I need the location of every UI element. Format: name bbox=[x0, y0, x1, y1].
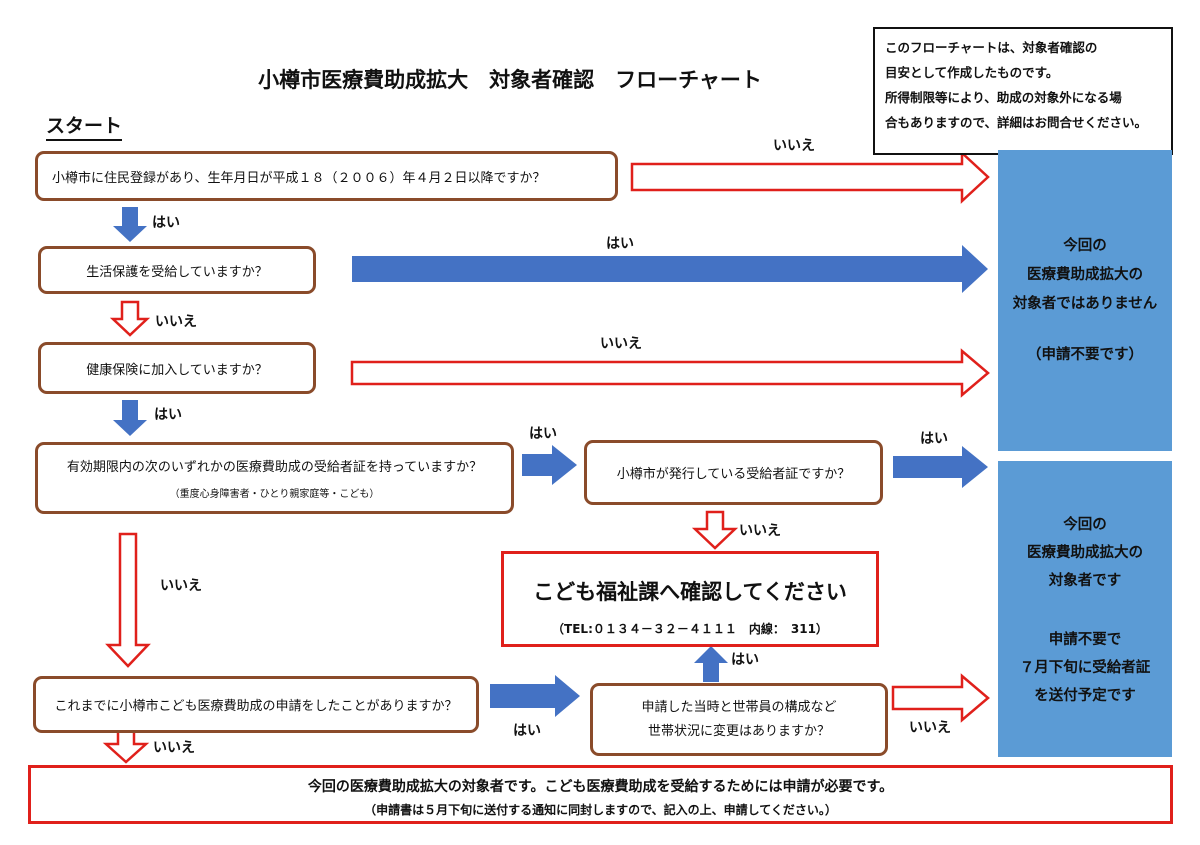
arrow-q1-no bbox=[630, 150, 990, 204]
question-residency-text: 小樽市に住民登録があり、生年月日が平成１８（２００６）年４月２日以降ですか？ bbox=[52, 170, 546, 186]
question-household-change-line-1: 申請した当時と世帯員の構成など bbox=[641, 699, 837, 715]
label-q7-no: いいえ bbox=[909, 720, 951, 736]
label-q4-no: いいえ bbox=[160, 578, 202, 594]
question-prior-application: これまでに小樽市こども医療費助成の申請をしたことがありますか？ bbox=[33, 676, 479, 733]
arrow-q6-yes bbox=[490, 675, 580, 717]
arrow-q7-no bbox=[891, 673, 990, 723]
arrow-q1-yes bbox=[113, 207, 147, 242]
question-insurance-text: 健康保険に加入していますか？ bbox=[86, 362, 268, 378]
note-line-2: 目安として作成したものです。 bbox=[885, 65, 1059, 80]
eligible-line-3: 対象者です bbox=[1048, 573, 1122, 589]
question-otaru-certificate: 小樽市が発行している受給者証ですか？ bbox=[584, 440, 883, 505]
eligible-sub-2: ７月下旬に受給者証 bbox=[1019, 660, 1151, 676]
note-line-4: 合もありますので、詳細はお問合せください。 bbox=[885, 115, 1148, 130]
label-q7-yes: はい bbox=[731, 652, 759, 668]
note-line-1: このフローチャートは、対象者確認の bbox=[885, 40, 1098, 55]
label-q6-no: いいえ bbox=[153, 740, 195, 756]
contact-tel: （TEL:０１３４－３２－４１１１ 内線： 311） bbox=[552, 622, 828, 636]
eligible-sub-3: を送付予定です bbox=[1034, 688, 1136, 704]
arrow-q3-yes bbox=[113, 400, 147, 436]
start-label: スタート bbox=[46, 114, 123, 141]
question-existing-certificate-text: 有効期限内の次のいずれかの医療費助成の受給者証を持っていますか？ bbox=[66, 460, 483, 475]
apply-line-1: 今回の医療費助成拡大の対象者です。こども医療費助成を受給するためには申請が必要で… bbox=[307, 779, 894, 795]
label-q2-yes: はい bbox=[606, 236, 634, 252]
question-existing-certificate: 有効期限内の次のいずれかの医療費助成の受給者証を持っていますか？ （重度心身障害… bbox=[35, 442, 514, 514]
not-eligible-line-3: 対象者ではありません bbox=[1012, 296, 1158, 312]
note-line-3: 所得制限等により、助成の対象外になる場 bbox=[885, 90, 1122, 105]
not-eligible-line-4: （申請不要です） bbox=[1027, 347, 1143, 363]
result-apply-box: 今回の医療費助成拡大の対象者です。こども医療費助成を受給するためには申請が必要で… bbox=[28, 765, 1173, 824]
apply-line-2: （申請書は５月下旬に送付する通知に同封しますので、記入の上、申請してください。） bbox=[364, 803, 837, 817]
label-q5-yes: はい bbox=[920, 431, 948, 447]
label-q5-no: いいえ bbox=[739, 523, 781, 539]
arrow-q4-yes bbox=[522, 445, 577, 485]
eligible-line-1: 今回の bbox=[1063, 517, 1107, 533]
arrow-q5-no bbox=[691, 510, 739, 550]
question-welfare: 生活保護を受給していますか？ bbox=[38, 246, 316, 294]
contact-box: こども福祉課へ確認してください （TEL:０１３４－３２－４１１１ 内線： 31… bbox=[501, 551, 879, 647]
label-q2-no: いいえ bbox=[155, 314, 197, 330]
not-eligible-line-2: 医療費助成拡大の bbox=[1027, 267, 1143, 283]
label-q3-yes: はい bbox=[154, 407, 182, 423]
label-q3-no: いいえ bbox=[600, 336, 642, 352]
label-q1-no: いいえ bbox=[773, 138, 815, 154]
question-residency: 小樽市に住民登録があり、生年月日が平成１８（２００６）年４月２日以降ですか？ bbox=[35, 151, 618, 201]
arrow-q2-no bbox=[109, 300, 151, 337]
disclaimer-note: このフローチャートは、対象者確認の 目安として作成したものです。 所得制限等によ… bbox=[873, 27, 1173, 155]
arrow-q6-no bbox=[102, 728, 150, 764]
arrow-q4-no bbox=[105, 532, 151, 668]
arrow-q3-no bbox=[350, 348, 990, 398]
arrow-q7-yes bbox=[694, 646, 728, 682]
question-household-change: 申請した当時と世帯員の構成など 世帯状況に変更はありますか？ bbox=[590, 683, 888, 756]
question-household-change-line-2: 世帯状況に変更はありますか？ bbox=[647, 723, 830, 739]
not-eligible-line-1: 今回の bbox=[1063, 238, 1107, 254]
label-q6-yes: はい bbox=[513, 723, 541, 739]
question-insurance: 健康保険に加入していますか？ bbox=[38, 342, 316, 394]
arrow-q5-yes bbox=[893, 446, 988, 488]
eligible-line-2: 医療費助成拡大の bbox=[1027, 545, 1143, 561]
page-title: 小樽市医療費助成拡大 対象者確認 フローチャート bbox=[258, 68, 762, 92]
result-not-eligible-panel: 今回の 医療費助成拡大の 対象者ではありません （申請不要です） bbox=[998, 150, 1172, 451]
result-eligible-panel: 今回の 医療費助成拡大の 対象者です 申請不要で ７月下旬に受給者証 を送付予定… bbox=[998, 461, 1172, 757]
question-welfare-text: 生活保護を受給していますか？ bbox=[86, 264, 268, 280]
eligible-sub-1: 申請不要で bbox=[1048, 632, 1122, 648]
arrow-q2-yes bbox=[352, 245, 988, 293]
question-existing-certificate-sub: （重度心身障害者・ひとり親家庭等・こども） bbox=[169, 489, 380, 500]
question-otaru-certificate-text: 小樽市が発行している受給者証ですか？ bbox=[616, 467, 851, 482]
question-prior-application-text: これまでに小樽市こども医療費助成の申請をしたことがありますか？ bbox=[54, 699, 458, 714]
label-q1-yes: はい bbox=[152, 215, 180, 231]
label-q4-yes: はい bbox=[529, 426, 557, 442]
contact-title: こども福祉課へ確認してください bbox=[533, 580, 847, 604]
